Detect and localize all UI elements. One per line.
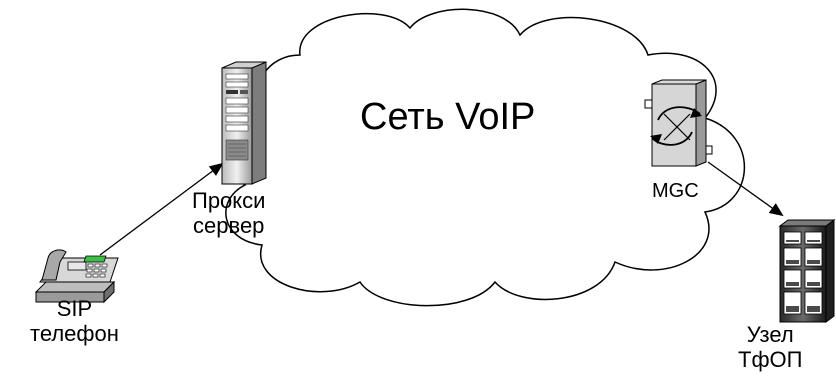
phone-label-line1: SIP xyxy=(56,296,93,321)
phone-label-line2: телефон xyxy=(30,321,119,347)
proxy-server-label: Прокси сервер xyxy=(192,188,265,239)
pstn-label-line1: Узел xyxy=(746,322,794,347)
switch-icon xyxy=(778,219,836,323)
mgc-label: MGC xyxy=(652,180,699,202)
gateway-icon xyxy=(644,79,713,167)
phone-icon xyxy=(34,249,119,304)
cloud-icon xyxy=(225,8,746,307)
cloud-label: Сеть VoIP xyxy=(360,96,536,138)
arrow-phone-to-proxy xyxy=(99,162,224,256)
arrow-mgc-to-pstn xyxy=(707,161,784,217)
proxy-label-line1: Прокси xyxy=(192,188,266,213)
pstn-label-line2: ТфОП xyxy=(738,347,803,373)
proxy-label-line2: сервер xyxy=(193,213,265,239)
pstn-node-label: Узел ТфОП xyxy=(738,322,802,373)
server-icon xyxy=(221,61,267,185)
sip-phone-label: SIP телефон xyxy=(30,296,119,347)
